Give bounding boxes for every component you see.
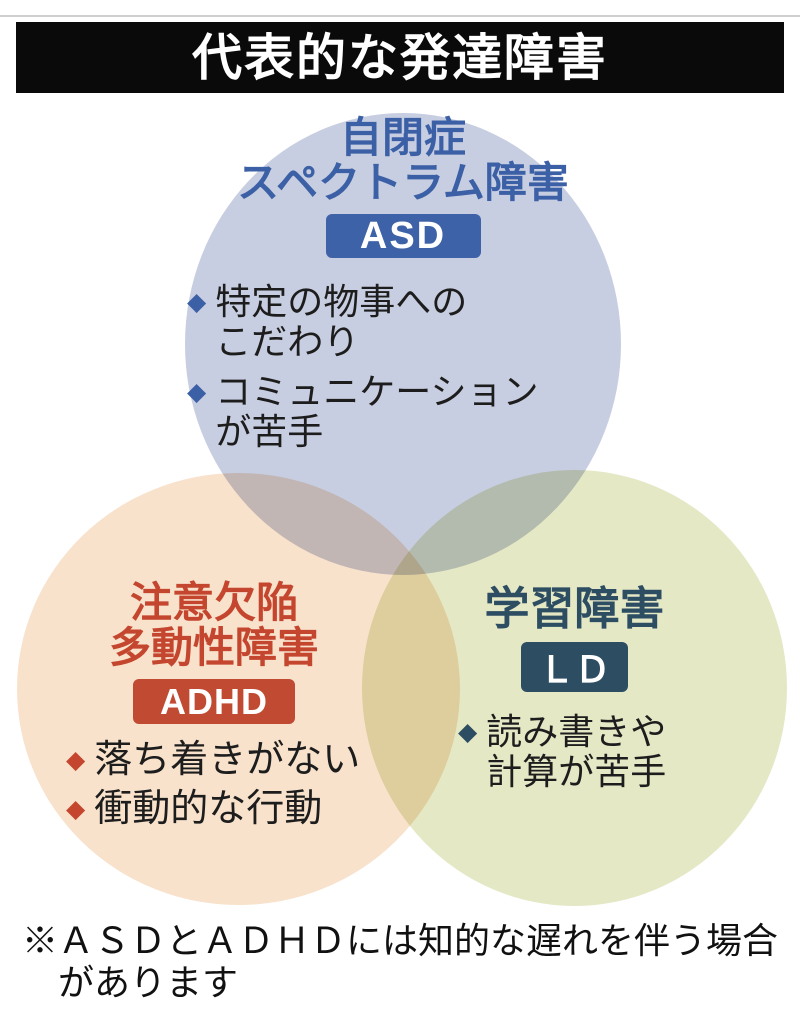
diamond-bullet-icon: ◆ — [458, 717, 478, 746]
ld-title-line1: 学習障害 — [484, 583, 665, 634]
bullet-line: こだわり — [215, 321, 360, 363]
bullet-line: が苦手 — [215, 411, 324, 453]
adhd-title-line2: 多動性障害 — [108, 623, 319, 671]
footnote: ※ＡＳＤとＡＤＨＤには知的な遅れを伴う場合 があります — [22, 920, 792, 1005]
bullet-line: 落ち着きがない — [94, 739, 361, 782]
asd-title: 自閉症 スペクトラム障害 — [185, 114, 621, 206]
bullet-item: ◆ 衝動的な行動 — [66, 787, 414, 831]
footnote-line1: ※ＡＳＤとＡＤＨＤには知的な遅れを伴う場合 — [22, 921, 779, 961]
diamond-bullet-icon: ◆ — [187, 378, 207, 407]
asd-group: 自閉症 スペクトラム障害 ASD ◆ 特定の物事への こだわり ◆ コミュニケー — [185, 114, 621, 452]
bullet-text: コミュニケーション が苦手 — [215, 372, 538, 452]
bullet-item: ◆ 落ち着きがない — [66, 738, 414, 782]
adhd-group: 注意欠陥 多動性障害 ADHD ◆ 落ち着きがない ◆ 衝動的な行動 — [14, 579, 414, 831]
ld-group: 学習障害 ＬＤ ◆ 読み書きや 計算が苦手 — [402, 585, 747, 792]
bullet-text: 落ち着きがない — [94, 738, 360, 782]
bullet-line: 衝動的な行動 — [94, 788, 323, 831]
asd-badge-label: ASD — [359, 214, 447, 257]
footnote-line2: があります — [58, 963, 239, 1004]
bullet-line: コミュニケーション — [215, 371, 539, 413]
asd-bullets: ◆ 特定の物事への こだわり ◆ コミュニケーション が苦手 — [185, 282, 621, 452]
bullet-text: 特定の物事への こだわり — [215, 282, 467, 362]
diamond-bullet-icon: ◆ — [66, 746, 86, 775]
asd-badge: ASD — [325, 214, 481, 259]
asd-title-line2: スペクトラム障害 — [237, 158, 569, 206]
asd-title-line1: 自閉症 — [339, 114, 466, 161]
adhd-title: 注意欠陥 多動性障害 — [14, 579, 414, 671]
adhd-badge-label: ADHD — [160, 680, 268, 722]
adhd-title-line1: 注意欠陥 — [129, 579, 298, 626]
bullet-line: 読み書きや — [486, 710, 667, 752]
ld-badge-label: ＬＤ — [538, 648, 611, 690]
title-banner: 代表的な発達障害 — [16, 22, 784, 93]
bullet-item: ◆ 特定の物事への こだわり — [187, 282, 621, 362]
adhd-badge: ADHD — [133, 679, 295, 725]
ld-bullets: ◆ 読み書きや 計算が苦手 — [402, 710, 747, 792]
adhd-bullets: ◆ 落ち着きがない ◆ 衝動的な行動 — [14, 738, 414, 831]
bullet-item: ◆ 読み書きや 計算が苦手 — [458, 710, 747, 792]
bullet-text: 読み書きや 計算が苦手 — [486, 710, 667, 792]
bullet-line: 特定の物事への — [215, 281, 468, 323]
diamond-bullet-icon: ◆ — [66, 795, 86, 824]
top-divider — [0, 15, 800, 17]
ld-title: 学習障害 — [402, 585, 747, 633]
ld-badge: ＬＤ — [521, 641, 628, 692]
page-title: 代表的な発達障害 — [192, 29, 608, 86]
bullet-text: 衝動的な行動 — [94, 787, 322, 831]
bullet-line: 計算が苦手 — [486, 750, 667, 792]
bullet-item: ◆ コミュニケーション が苦手 — [187, 372, 621, 452]
diamond-bullet-icon: ◆ — [187, 288, 207, 317]
